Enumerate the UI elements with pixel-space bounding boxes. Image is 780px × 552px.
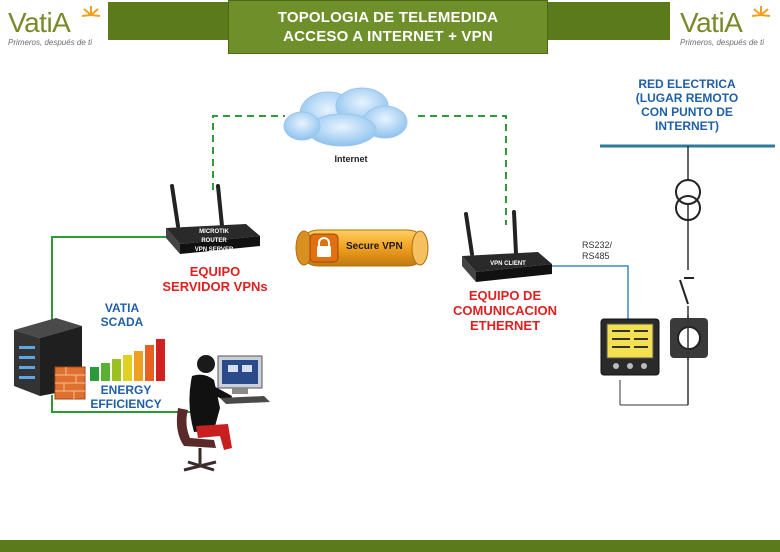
router-server-text: MICROTIK ROUTER VPN SERVER: [178, 228, 250, 255]
grid-label-line: (LUGAR REMOTO: [635, 91, 739, 105]
label-line: SERVIDOR VPNs: [162, 279, 268, 294]
padlock-icon: [309, 233, 339, 263]
energy-meter-icon: [600, 318, 660, 376]
label-line: ETHERNET: [469, 318, 541, 333]
router-client-label: EQUIPO DE COMUNICACION ETHERNET: [440, 288, 570, 333]
label-line: EQUIPO DE: [468, 288, 542, 303]
router-server-label: EQUIPO SERVIDOR VPNs: [150, 264, 280, 294]
serial-link: [548, 265, 629, 320]
server-rack-icon: [14, 318, 82, 396]
logo-left: VatiA Primeros, después de ti: [8, 8, 108, 58]
grid-label: RED ELECTRICA (LUGAR REMOTO CON PUNTO DE…: [612, 77, 762, 133]
label-line: EQUIPO: [189, 264, 241, 279]
router-client-icon: [462, 210, 552, 282]
router-server-icon: [166, 184, 260, 254]
router-text-line: MICROTIK: [199, 229, 229, 235]
cloud-label: Internet: [334, 154, 368, 164]
logo-wordmark: VatiA: [680, 7, 743, 38]
grid-label-line: INTERNET): [655, 119, 719, 133]
eff-label-line: ENERGY: [100, 383, 152, 397]
logo-sun-icon: [81, 6, 101, 17]
router-text-line: VPN SERVER: [194, 247, 234, 253]
serial-label-line: RS485: [582, 251, 610, 261]
logo-right: VatiA Primeros, después de ti: [680, 8, 780, 58]
logo-wordmark: VatiA: [8, 7, 71, 38]
energy-efficiency-bars-icon: [90, 339, 165, 381]
eff-label-line: EFFICIENCY: [90, 397, 162, 411]
logo-sun-icon: [751, 6, 771, 17]
page-title: TOPOLOGIA DE TELEMEDIDA ACCESO A INTERNE…: [228, 0, 548, 54]
router-client-text: VPN CLIENT: [490, 261, 526, 267]
logo-tagline: Primeros, después de ti: [680, 38, 765, 47]
firewall-icon: [54, 366, 86, 400]
grid-label-line: CON PUNTO DE: [641, 105, 733, 119]
label-line: COMUNICACION: [453, 303, 557, 318]
footer-bar: [0, 540, 780, 552]
current-clamp-icon: [670, 316, 708, 360]
serial-label: RS232/ RS485: [582, 240, 612, 262]
operator-workstation-icon: [176, 355, 270, 472]
grid-label-line: RED ELECTRICA: [638, 77, 736, 91]
title-line-1: TOPOLOGIA DE TELEMEDIDA: [277, 9, 499, 26]
dashed-link-server: [212, 115, 285, 190]
scada-label-line: SCADA: [100, 315, 144, 329]
energy-efficiency-label: ENERGY EFFICIENCY: [76, 383, 176, 411]
serial-label-line: RS232/: [582, 240, 613, 250]
cloud-icon: [283, 87, 408, 147]
title-line-2: ACCESO A INTERNET + VPN: [283, 28, 493, 45]
ethernet-link-scada: [51, 236, 170, 320]
router-text-line: ROUTER: [201, 238, 227, 244]
ethernet-link-pc: [51, 395, 200, 413]
dashed-link-client: [418, 115, 507, 225]
scada-label: VATIA SCADA: [84, 301, 160, 329]
transformer-icon: [675, 179, 701, 221]
vpn-tunnel-label: Secure VPN: [346, 241, 403, 252]
logo-tagline: Primeros, después de ti: [8, 38, 93, 47]
scada-label-line: VATIA: [104, 301, 140, 315]
breaker-switch-icon: [679, 270, 694, 306]
